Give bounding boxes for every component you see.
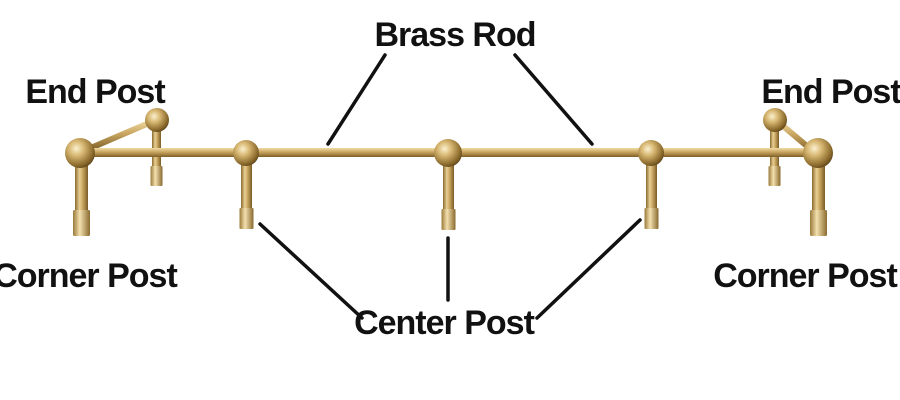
corner-post-right <box>803 138 833 236</box>
label-corner-post-right: Corner Post <box>713 257 897 295</box>
center-post-1 <box>233 140 259 229</box>
label-center-post: Center Post <box>354 304 534 342</box>
label-brass-rod: Brass Rod <box>374 16 535 54</box>
label-corner-post-left: Corner Post <box>0 257 177 295</box>
end-post-left <box>83 108 169 186</box>
leader-brass-rod-right <box>513 53 594 146</box>
corner-post-left <box>65 138 95 236</box>
leader-center-post-left <box>258 222 364 320</box>
leader-lines <box>258 53 642 320</box>
label-end-post-left: End Post <box>25 73 165 111</box>
brass-rail-assembly <box>65 108 833 236</box>
center-post-2 <box>434 139 462 230</box>
leader-brass-rod-left <box>326 53 387 146</box>
label-end-post-right: End Post <box>761 73 900 111</box>
leader-center-post-right <box>535 218 642 320</box>
center-post-3 <box>638 140 664 229</box>
